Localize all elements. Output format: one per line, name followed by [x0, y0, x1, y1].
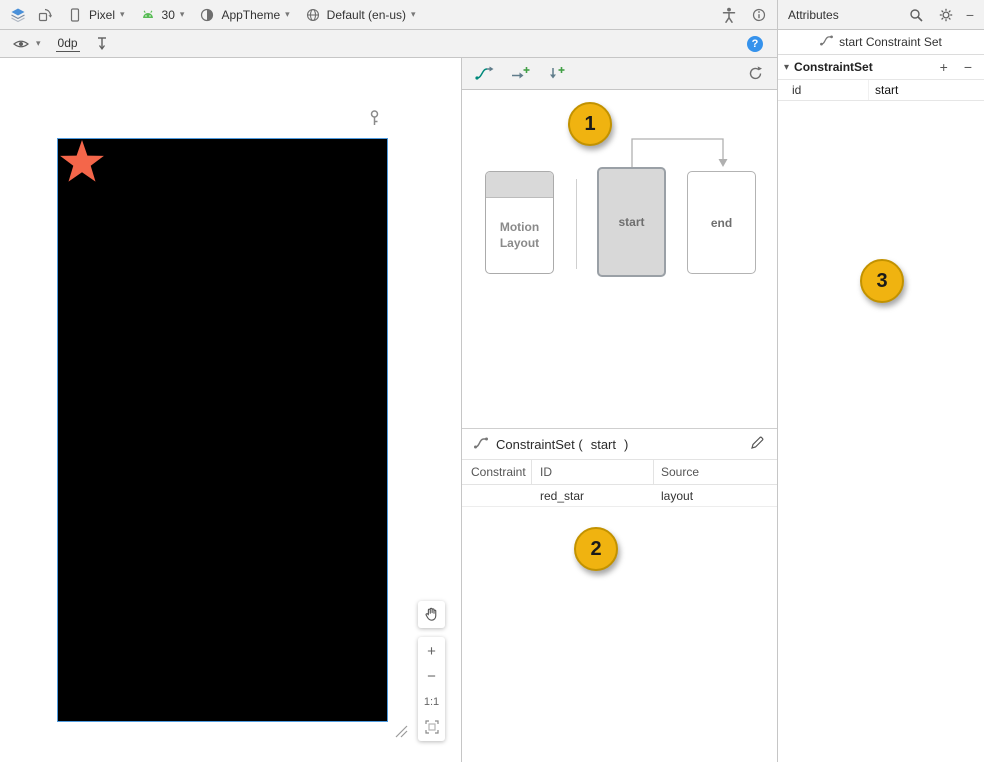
- constraint-table-header: Constraint ID Source: [462, 459, 777, 485]
- cell-id: red_star: [540, 488, 585, 503]
- resize-handle[interactable]: [392, 722, 408, 741]
- cell-source: layout: [661, 488, 694, 503]
- theme-icon: [197, 6, 217, 24]
- gear-icon[interactable]: [936, 6, 956, 24]
- end-box-label: end: [710, 215, 733, 230]
- constraintset-header-prefix: ConstraintSet (: [496, 436, 583, 452]
- device-selector[interactable]: Pixel ▾: [62, 4, 128, 26]
- api-selector[interactable]: 30 ▾: [135, 4, 188, 26]
- search-icon[interactable]: [906, 6, 926, 24]
- default-margin-button[interactable]: 0dp: [55, 35, 80, 52]
- constraint-table-row[interactable]: red_star layout: [462, 485, 777, 507]
- add-keyframe-icon[interactable]: [546, 65, 566, 83]
- help-icon[interactable]: ?: [747, 35, 763, 52]
- motion-editor-panel: Motion Layout start end ConstraintSet ( …: [461, 58, 777, 762]
- device-preview-screen[interactable]: [57, 138, 388, 722]
- device-label: Pixel: [89, 7, 116, 22]
- attributes-subtitle: start Constraint Set: [839, 35, 942, 49]
- attributes-header: Attributes −: [777, 0, 984, 30]
- motion-cycle-icon[interactable]: [474, 65, 494, 83]
- motion-icon-small: [820, 35, 834, 49]
- callout-2: 2: [574, 527, 618, 571]
- red-star-view[interactable]: [59, 140, 105, 184]
- zoom-controls: + − 1:1: [418, 637, 445, 741]
- constraintset-header-name: start: [590, 436, 616, 452]
- view-options-selector[interactable]: ▾: [8, 33, 44, 55]
- hide-panel-icon[interactable]: −: [965, 6, 974, 23]
- star-shape: [60, 140, 104, 182]
- design-surface-layers-icon[interactable]: [8, 6, 28, 24]
- motion-layout-box-header: [486, 172, 553, 198]
- accessibility-icon[interactable]: [719, 6, 739, 24]
- key-icon: [369, 110, 380, 130]
- attribute-value[interactable]: start: [875, 83, 899, 97]
- section-title: ConstraintSet: [794, 60, 873, 74]
- theme-selector[interactable]: AppTheme ▾: [194, 4, 292, 26]
- column-header-id[interactable]: ID: [532, 460, 654, 484]
- attributes-panel: start Constraint Set ▾ ConstraintSet + −…: [777, 30, 984, 762]
- callout-3: 3: [860, 259, 904, 303]
- motion-overview: Motion Layout start end: [462, 90, 777, 428]
- start-constraintset-box[interactable]: start: [597, 167, 666, 277]
- globe-icon: [303, 6, 323, 24]
- cell-constraint: [462, 485, 532, 506]
- motion-icon: [474, 437, 488, 452]
- zoom-out-button[interactable]: −: [427, 668, 436, 685]
- attributes-title: Attributes: [788, 7, 839, 22]
- add-attribute-button[interactable]: +: [939, 59, 948, 75]
- add-transition-icon[interactable]: [510, 65, 530, 83]
- motion-layout-box[interactable]: Motion Layout: [485, 171, 554, 274]
- baseline-icon[interactable]: [92, 35, 112, 53]
- chevron-down-icon: ▾: [179, 9, 185, 19]
- motion-editor-toolbar: [462, 58, 777, 90]
- attribute-key: id: [778, 80, 869, 100]
- locale-selector[interactable]: Default (en-us) ▾: [300, 4, 419, 26]
- attribute-row[interactable]: id start: [778, 79, 984, 101]
- zoom-ratio-button[interactable]: 1:1: [423, 695, 440, 708]
- chevron-down-icon: ▾: [411, 9, 416, 19]
- zoom-in-button[interactable]: +: [427, 643, 436, 660]
- end-constraintset-box[interactable]: end: [687, 171, 756, 274]
- edit-pencil-icon[interactable]: [750, 435, 765, 453]
- overview-divider: [576, 179, 577, 269]
- eye-icon: [11, 35, 31, 53]
- main-toolbar: Pixel ▾ 30 ▾ AppTheme ▾: [0, 0, 777, 30]
- orientation-icon[interactable]: [35, 6, 55, 24]
- chevron-down-icon: ▾: [36, 38, 41, 48]
- api-label: 30: [161, 7, 175, 22]
- hand-icon: [425, 607, 437, 621]
- start-box-label: start: [618, 215, 645, 229]
- pan-button[interactable]: [418, 601, 445, 628]
- chevron-down-icon: ▾: [784, 61, 790, 73]
- design-options-toolbar: ▾ 0dp ?: [0, 30, 777, 58]
- chevron-down-icon: ▾: [285, 9, 290, 19]
- chevron-down-icon: ▾: [120, 9, 125, 19]
- column-header-constraint[interactable]: Constraint: [462, 460, 532, 484]
- locale-label: Default (en-us): [326, 7, 407, 22]
- constraintset-header-suffix: ): [624, 436, 629, 452]
- constraintset-panel-header: ConstraintSet ( start ): [462, 428, 777, 459]
- design-surface[interactable]: + − 1:1: [0, 58, 461, 762]
- fit-screen-icon: [424, 719, 439, 734]
- callout-1: 1: [568, 102, 612, 146]
- zoom-fit-button[interactable]: [418, 714, 445, 739]
- constraintset-section-header[interactable]: ▾ ConstraintSet + −: [778, 55, 984, 79]
- attributes-subtitle-row: start Constraint Set: [778, 30, 984, 55]
- column-header-source[interactable]: Source: [661, 465, 700, 479]
- theme-label: AppTheme: [221, 7, 281, 22]
- refresh-icon[interactable]: [745, 65, 765, 83]
- info-icon[interactable]: [749, 6, 769, 24]
- android-icon: [138, 6, 158, 24]
- phone-icon: [65, 6, 85, 24]
- motion-layout-box-label: Motion Layout: [499, 219, 540, 250]
- remove-attribute-button[interactable]: −: [963, 59, 972, 75]
